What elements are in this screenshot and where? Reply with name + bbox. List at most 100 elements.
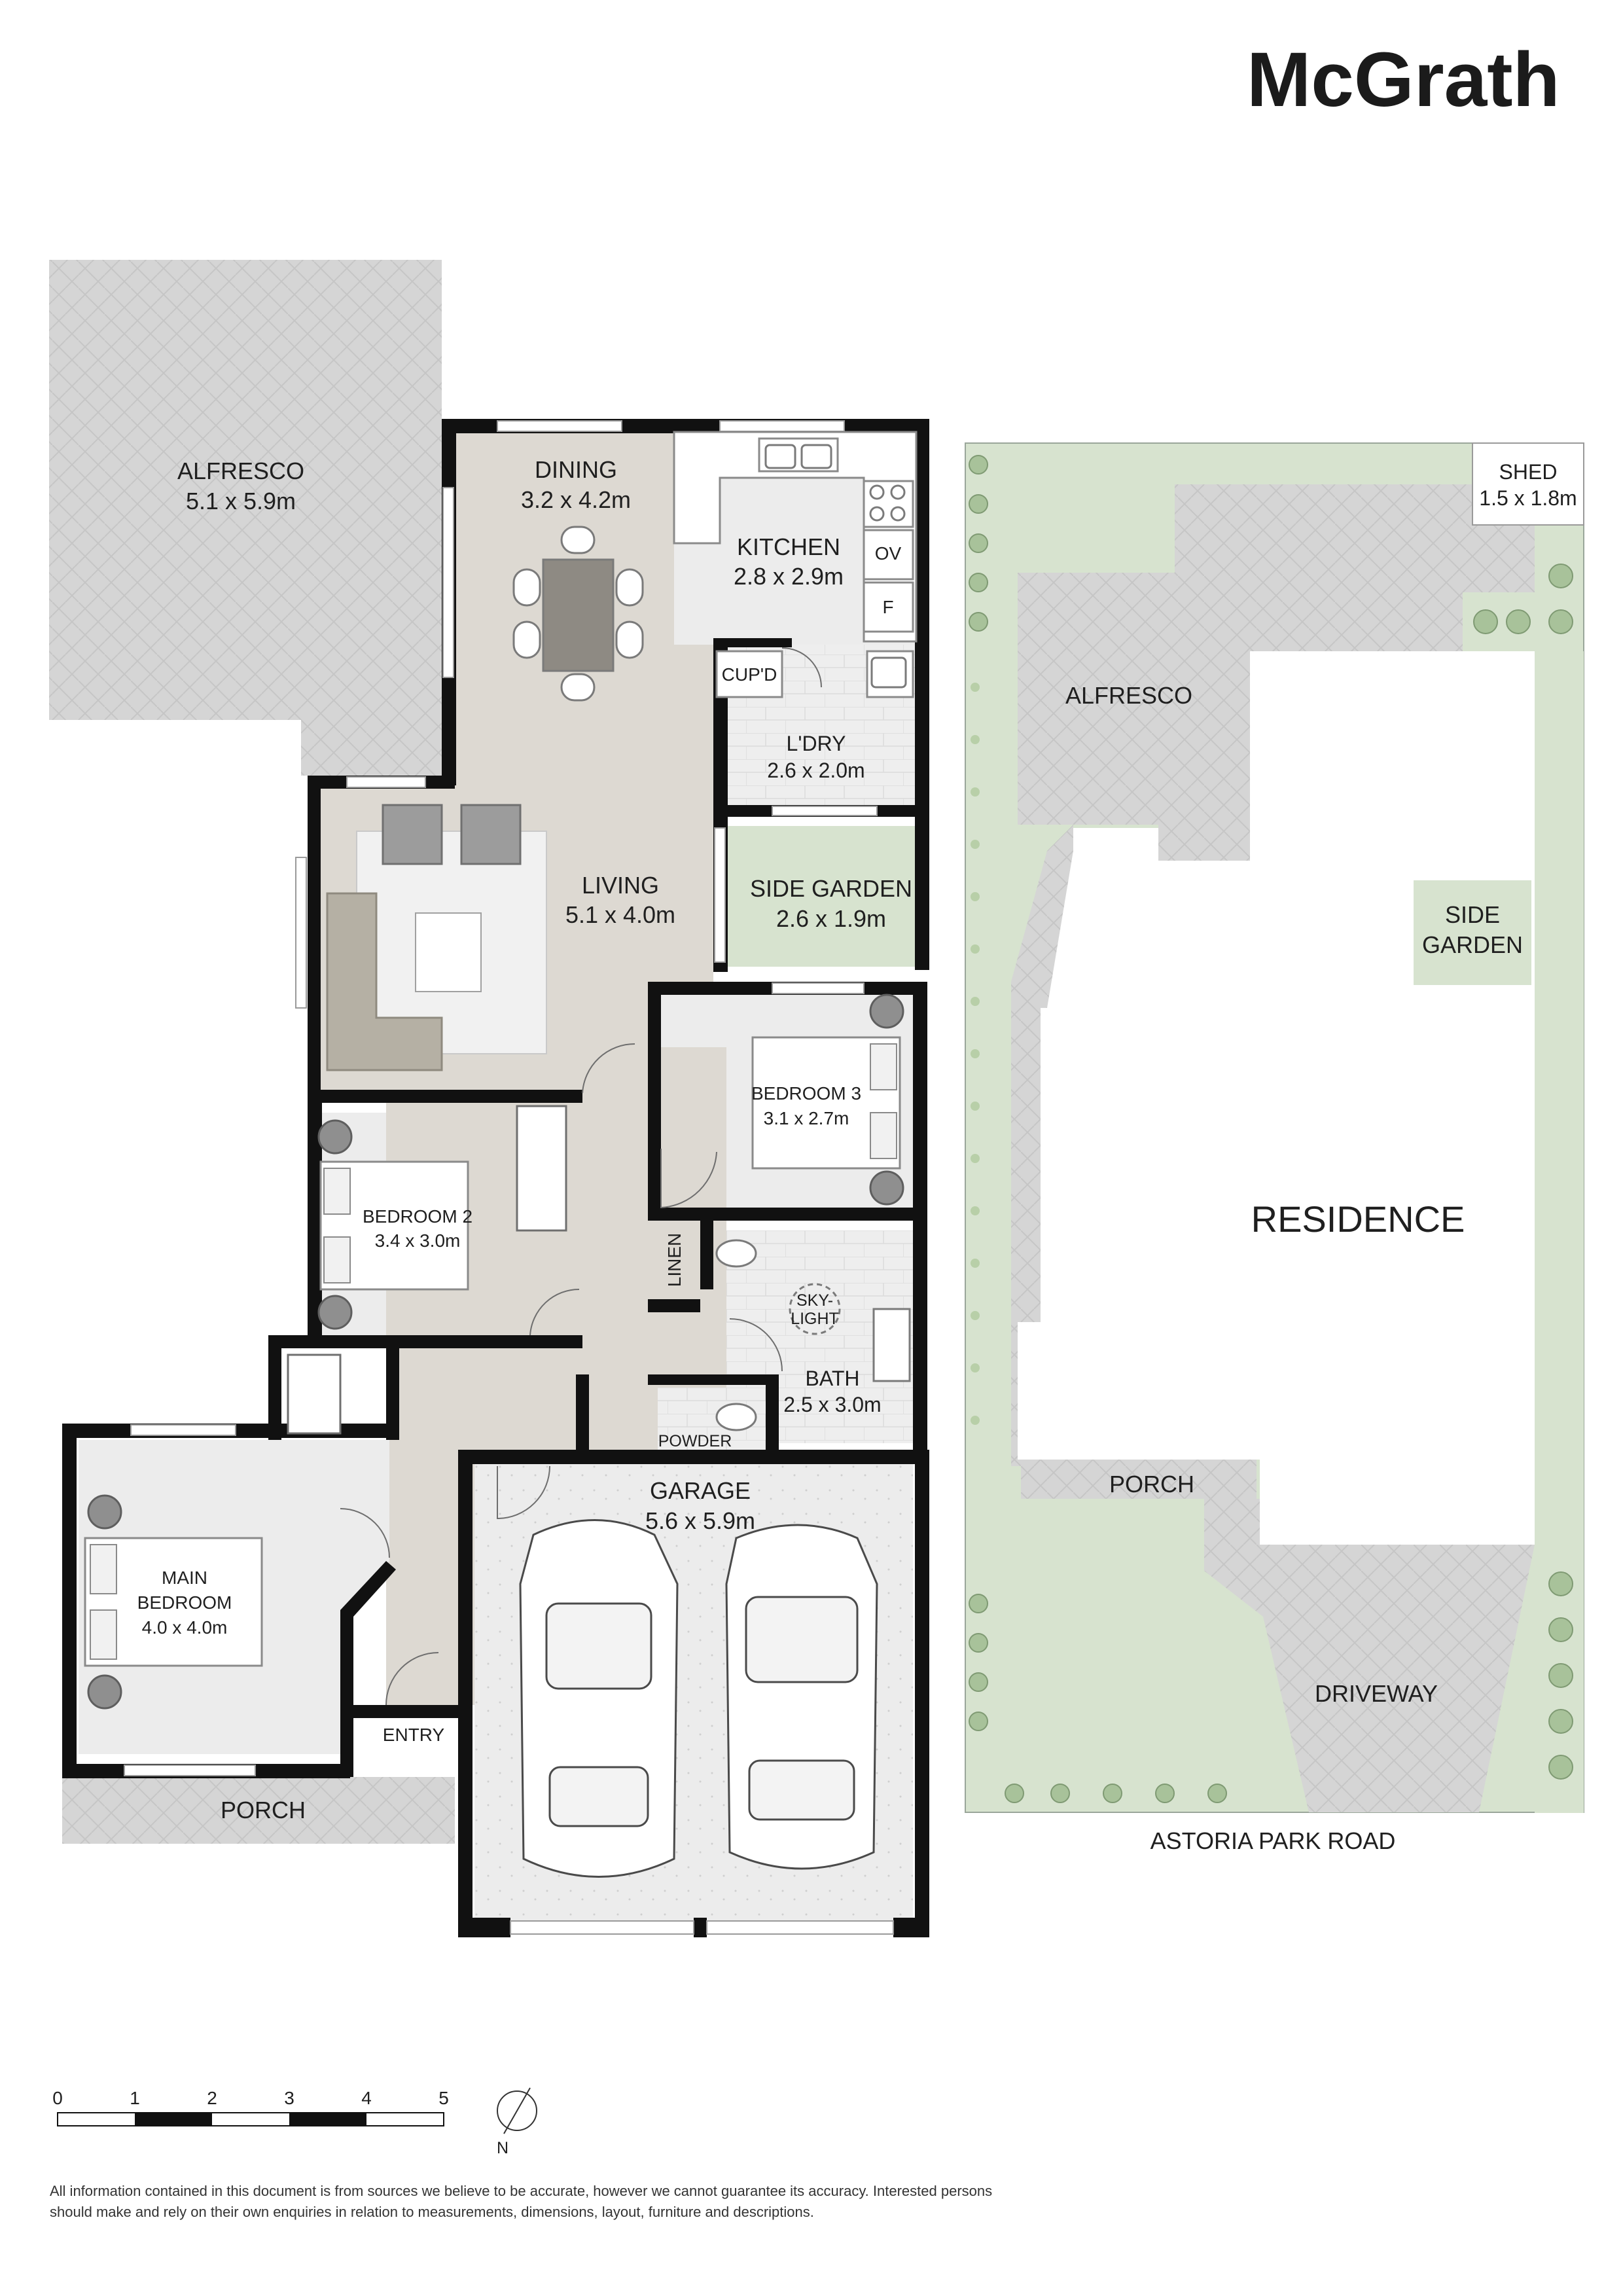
pillow — [90, 1609, 117, 1660]
bedroom2-furniture — [317, 1105, 567, 1330]
linen-label: LINEN — [664, 1233, 685, 1287]
pillow — [90, 1544, 117, 1594]
armchair — [460, 804, 522, 865]
garage-label: GARAGE — [650, 1477, 751, 1504]
scale-tick: 2 — [207, 2088, 217, 2108]
oven-label: OV — [875, 543, 902, 564]
brand-logo: McGrath — [1247, 37, 1560, 123]
kitchen-size: 2.8 x 2.9m — [734, 563, 844, 590]
main-bedroom-label: MAIN — [162, 1568, 207, 1588]
scale-tick: 3 — [284, 2088, 294, 2108]
toilet — [715, 1403, 757, 1431]
floor-plan: ALFRESCO 5.1 x 5.9m DINING 3.2 x 4.2m KI… — [49, 260, 929, 1937]
dining-size: 3.2 x 4.2m — [521, 486, 631, 513]
laundry-size: 2.6 x 2.0m — [767, 759, 865, 782]
sofa — [326, 892, 443, 1071]
site-side-garden-label: GARDEN — [1422, 931, 1523, 958]
pillow — [870, 1112, 897, 1159]
pillow — [323, 1168, 351, 1215]
disclaimer: All information contained in this docume… — [50, 2183, 993, 2220]
skylight-label: SKY- — [796, 1291, 833, 1310]
living-label: LIVING — [582, 872, 659, 899]
bath-label: BATH — [806, 1367, 860, 1390]
scale-bar: 0 1 2 3 4 5 — [52, 2088, 449, 2126]
living-furniture — [326, 804, 547, 1071]
residence-label: RESIDENCE — [1251, 1198, 1465, 1240]
bedroom3-furniture — [751, 994, 904, 1206]
dining-label: DINING — [535, 456, 617, 483]
compass-label: N — [497, 2139, 508, 2157]
bedside-lamp — [869, 1170, 904, 1206]
driveway-label: DRIVEWAY — [1315, 1680, 1438, 1707]
site-side-garden-label: SIDE — [1445, 901, 1500, 928]
bedside-lamp — [317, 1119, 353, 1155]
wardrobe — [287, 1354, 342, 1435]
pillow — [323, 1236, 351, 1283]
shed-label: SHED — [1499, 460, 1558, 484]
side-garden-size: 2.6 x 1.9m — [776, 905, 886, 932]
site-plan: SHED 1.5 x 1.8m ALFRESCO SIDE GARDEN RES… — [965, 442, 1584, 1854]
shrub-row — [969, 455, 1573, 1803]
shed — [1472, 442, 1584, 526]
cupboard-label: CUP'D — [722, 664, 777, 685]
coffee-table — [415, 912, 482, 992]
compass-icon: N — [497, 2087, 537, 2157]
bath-fixtures — [715, 1239, 911, 1431]
site-side-garden — [1414, 880, 1531, 985]
fridge-label: F — [882, 597, 893, 617]
bedside-lamp — [869, 994, 904, 1029]
living-size: 5.1 x 4.0m — [565, 901, 675, 928]
main-bedroom-furniture — [84, 1354, 342, 1710]
alfresco-label: ALFRESCO — [177, 457, 304, 484]
side-garden-floor — [728, 826, 926, 967]
bedside-lamp — [87, 1494, 122, 1530]
paved-driveway — [1204, 1499, 1535, 1812]
bedside-lamp — [87, 1674, 122, 1710]
entry-label: ENTRY — [383, 1725, 445, 1745]
side-garden-label: SIDE GARDEN — [750, 875, 912, 902]
skylight-icon — [789, 1283, 841, 1335]
garage-size: 5.6 x 5.9m — [645, 1507, 755, 1534]
kitchen-fixtures — [673, 431, 918, 698]
porch-label: PORCH — [221, 1797, 306, 1823]
windows — [124, 420, 894, 1935]
kitchen-label: KITCHEN — [737, 533, 840, 560]
armchair — [382, 804, 443, 865]
car-icon — [519, 1519, 679, 1878]
site-porch-label: PORCH — [1109, 1471, 1194, 1498]
site-alfresco — [1018, 573, 1250, 861]
bedroom3-label: BEDROOM 3 — [751, 1083, 861, 1103]
dining-table — [512, 526, 644, 702]
alfresco-size: 5.1 x 5.9m — [186, 488, 296, 514]
wardrobe — [516, 1105, 567, 1232]
bedroom2-label: BEDROOM 2 — [363, 1206, 473, 1227]
paved-rear — [1175, 484, 1535, 651]
toilet — [715, 1239, 757, 1268]
sink-icon — [764, 444, 832, 469]
cooktop-icon — [869, 484, 906, 522]
shed-size: 1.5 x 1.8m — [1479, 486, 1577, 510]
door-swings — [340, 647, 822, 1706]
main-bedroom-size: 4.0 x 4.0m — [142, 1617, 228, 1638]
skylight-label: LIGHT — [791, 1310, 839, 1328]
street-label: ASTORIA PARK ROAD — [1150, 1827, 1396, 1854]
porch-area — [62, 1777, 455, 1844]
powder-label: POWDER — [658, 1432, 732, 1450]
pillow — [870, 1043, 897, 1090]
car-icon — [725, 1524, 878, 1870]
scale-tick: 1 — [130, 2088, 140, 2108]
bath-size: 2.5 x 3.0m — [783, 1393, 881, 1416]
laundry-label: L'DRY — [787, 732, 846, 755]
main-bedroom-label: BEDROOM — [137, 1592, 232, 1613]
bedroom2-size: 3.4 x 3.0m — [375, 1230, 461, 1251]
site-alfresco-label: ALFRESCO — [1065, 682, 1192, 709]
scale-tick: 0 — [52, 2088, 63, 2108]
residence-footprint — [1018, 651, 1535, 1545]
vanity — [872, 1308, 911, 1382]
alfresco-area — [49, 260, 442, 776]
scale-tick: 4 — [361, 2088, 372, 2108]
bedside-lamp — [317, 1295, 353, 1330]
paved-porch — [1021, 1460, 1257, 1499]
laundry-tub-icon — [870, 656, 907, 689]
